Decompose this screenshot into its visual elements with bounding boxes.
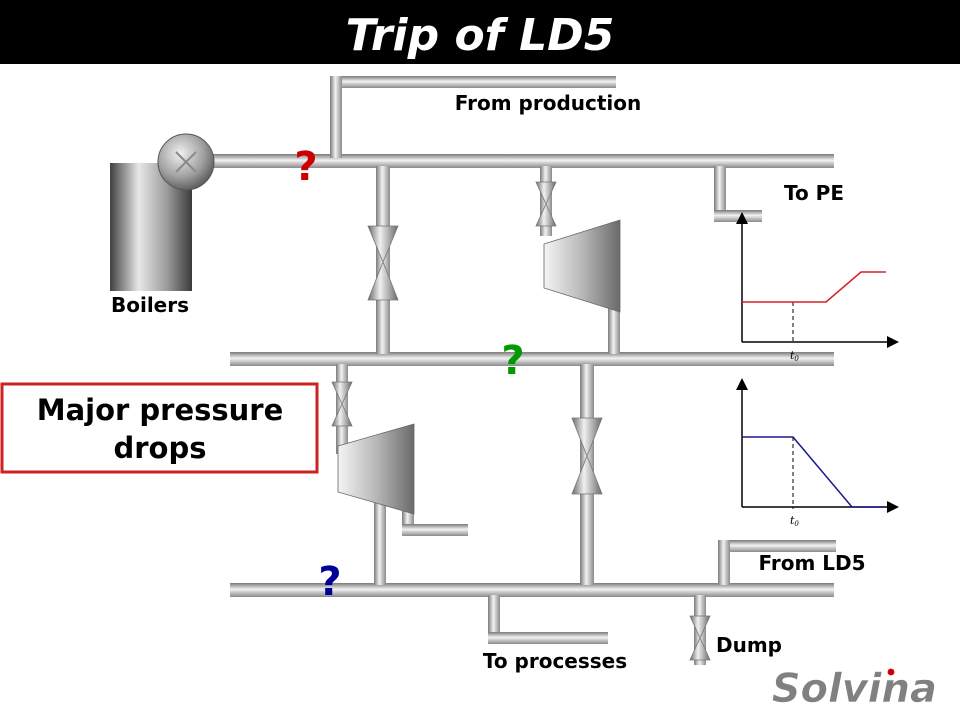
dump-valve-bottom [689,637,711,661]
question-mark-low-pressure: ? [318,559,341,605]
label-to-processes: To processes [483,649,627,673]
label-to-pe: To PE [784,181,844,205]
trend-chart-ld5: t0 [736,378,899,528]
trend1-tick: t0 [790,349,799,363]
label-boilers: Boilers [111,293,189,317]
solvina-logo: Solvina [771,666,937,713]
production-inlet-pipe-h [330,76,616,88]
trend1-line [742,271,886,303]
pe-outlet-pipe-v [714,166,726,216]
ld5-inlet-pipe-h [718,540,836,552]
trend2-line [742,436,884,508]
mp-header-pipe [230,352,834,366]
hp-turbine [543,219,621,313]
label-dump: Dump [716,633,782,657]
pe-outlet-pipe-h [714,210,762,222]
processes-outlet-pipe-v [488,595,500,643]
lp-header-pipe [230,583,834,597]
mp-turbine-side-outlet-h [402,524,468,536]
processes-outlet-pipe-h [488,632,608,644]
mp-turbine-valve-bottom [331,403,353,427]
hp-turbine-valve-top [535,181,557,205]
label-from-production: From production [455,91,642,115]
mp-turbine-exhaust-line [374,490,386,585]
callout-line-2: drops [113,431,206,465]
turbines [337,219,621,515]
question-mark-high-pressure: ? [294,144,317,190]
valves [331,181,711,661]
piping [190,76,836,665]
brand-accent-dot [887,668,895,676]
title-bar [0,0,960,64]
mp-turbine-valve-top [331,381,353,405]
drum-marking [175,151,197,173]
page-title: Trip of LD5 [346,10,615,61]
label-from-ld5: From LD5 [758,551,865,575]
hp-mp-valve-top [367,225,399,264]
callout-line-1: Major pressure [37,393,284,427]
callout-border [0,382,319,474]
mp-lp-valve-top [571,417,603,458]
hp-mp-valve-bottom [367,260,399,301]
mp-turbine [337,423,415,515]
hp-turbine-exhaust-line [608,300,620,354]
ld5-inlet-pipe-v [718,540,730,585]
hp-turbine-valve-bottom [535,203,557,227]
mp-lp-valve-bottom [571,454,603,495]
question-mark-medium-pressure: ? [501,338,524,384]
brand-text: Solvina [772,666,937,712]
dump-valve-top [689,615,711,639]
trend-chart-pe: t0 [736,212,899,363]
hp-header-pipe [190,154,834,168]
boiler [110,133,215,291]
callout-box: Major pressure drops [0,382,319,474]
trend2-tick: t0 [790,514,799,528]
production-inlet-pipe-v [330,76,342,158]
